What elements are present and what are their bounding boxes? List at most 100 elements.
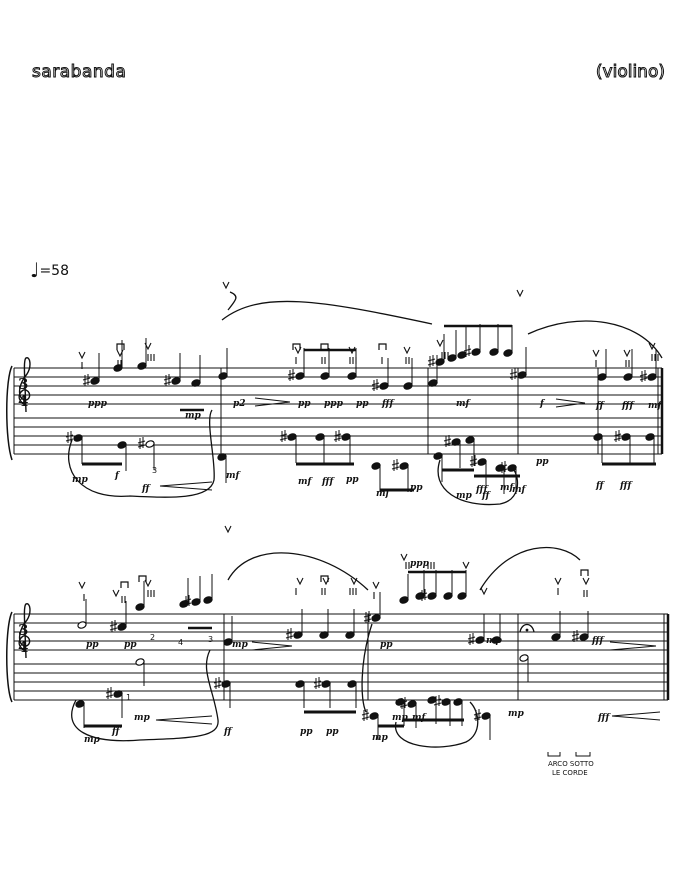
dynamic-marking: fff <box>381 399 395 409</box>
sharp-icon <box>183 595 192 607</box>
upper-notehead <box>517 371 527 379</box>
time-signature-top: 3 <box>18 621 28 639</box>
upper-notehead <box>475 636 485 644</box>
slur <box>527 320 663 359</box>
piece-title: sarabanda <box>31 62 127 83</box>
dynamic-marking: ff <box>595 481 605 491</box>
quarter-note-icon: ♩ <box>30 258 40 282</box>
sharp-icon <box>105 687 114 699</box>
dynamic-marking: pp <box>356 399 369 409</box>
fingering-number: 3 <box>208 635 213 644</box>
sharp-icon <box>163 374 172 386</box>
upper-notehead <box>489 348 499 356</box>
upbow-icon <box>623 349 631 358</box>
upper-notehead <box>191 598 201 606</box>
sharp-icon <box>287 369 296 381</box>
upper-notehead <box>117 623 127 631</box>
lower-staff <box>14 663 668 701</box>
upper-staff <box>14 613 668 651</box>
dynamic-marking: mp <box>508 709 525 719</box>
lower-notehead <box>645 433 655 441</box>
upbow-icon <box>648 342 656 351</box>
upbow-icon <box>222 281 230 290</box>
upper-notehead <box>137 362 147 370</box>
tempo-marking: ♩=58 <box>30 258 69 282</box>
dynamic-marking: pp <box>124 640 137 650</box>
lower-notehead <box>369 712 379 720</box>
upbow-icon <box>462 561 470 570</box>
upbow-icon <box>348 346 356 355</box>
dynamic-marking: f <box>539 399 546 409</box>
lower-notehead <box>347 680 357 688</box>
dynamic-marking: ppp <box>88 399 108 409</box>
dynamic-marking: ff <box>595 401 605 411</box>
lower-notehead <box>477 458 487 466</box>
sharp-icon <box>469 455 478 467</box>
dynamic-marking: mp <box>372 733 389 743</box>
sharp-icon <box>427 355 436 367</box>
upper-notehead <box>399 596 409 604</box>
lower-notehead <box>433 452 443 460</box>
downbow-icon <box>138 575 147 582</box>
dynamic-marking: ff <box>141 484 151 494</box>
system-brace <box>6 365 13 461</box>
upbow-icon <box>224 525 232 534</box>
upbow-icon <box>296 577 304 586</box>
crescendo-hairpin <box>155 715 213 725</box>
time-signature-top: 3 <box>18 375 28 393</box>
upper-notehead <box>443 592 453 600</box>
dynamic-marking: fff <box>321 477 335 487</box>
upper-notehead <box>77 621 87 629</box>
dynamic-marking: mp <box>134 713 151 723</box>
lower-notehead <box>481 712 491 720</box>
slur <box>67 409 215 498</box>
sharp-icon <box>279 430 288 442</box>
dynamic-marking: mf <box>226 471 242 481</box>
lower-notehead <box>519 654 529 662</box>
dynamic-marking: pp <box>380 640 393 650</box>
dynamic-marking: pp <box>86 640 99 650</box>
upbow-icon <box>403 346 411 355</box>
dynamic-marking: mf <box>512 485 528 495</box>
upper-notehead <box>471 348 481 356</box>
arco-annotation: ARCO SOTTO LE CORDE <box>547 752 594 777</box>
time-signature-bottom: 4 <box>18 638 28 656</box>
slur <box>395 701 479 748</box>
dynamic-marking: mf <box>456 399 472 409</box>
upbow-icon <box>516 289 524 298</box>
dynamic-marking: mp <box>232 640 249 650</box>
upbow-icon <box>372 581 380 590</box>
crescendo-hairpin <box>611 711 661 721</box>
decrescendo-hairpin <box>254 397 291 407</box>
dynamic-marking: ff <box>111 727 121 737</box>
dynamic-marking: mp <box>392 713 409 723</box>
treble-clef-icon <box>18 357 31 413</box>
upper-notehead <box>427 592 437 600</box>
tempo-value: =58 <box>39 263 69 279</box>
upper-notehead <box>597 373 607 381</box>
crescendo-hairpin <box>159 481 213 491</box>
lower-notehead <box>217 453 227 461</box>
slur <box>361 623 373 713</box>
dynamic-marking: mp <box>486 636 503 646</box>
lower-notehead <box>315 433 325 441</box>
sharp-icon <box>571 630 580 642</box>
downbow-icon <box>378 343 387 350</box>
dynamic-marking: pp <box>346 475 359 485</box>
lower-notehead <box>371 462 381 470</box>
downbow-icon <box>580 569 589 576</box>
downbow-icon <box>120 581 129 588</box>
dynamic-marking: ppp <box>324 399 344 409</box>
dynamic-marking: mp <box>72 475 89 485</box>
dynamic-marking: pp <box>298 399 311 409</box>
lower-notehead <box>507 464 517 472</box>
lower-notehead <box>117 441 127 449</box>
upbow-icon <box>116 349 124 358</box>
upper-notehead <box>457 592 467 600</box>
upper-notehead <box>371 614 381 622</box>
dynamic-marking: mp <box>456 491 473 501</box>
upbow-icon <box>436 339 444 348</box>
sharp-icon <box>333 430 342 442</box>
